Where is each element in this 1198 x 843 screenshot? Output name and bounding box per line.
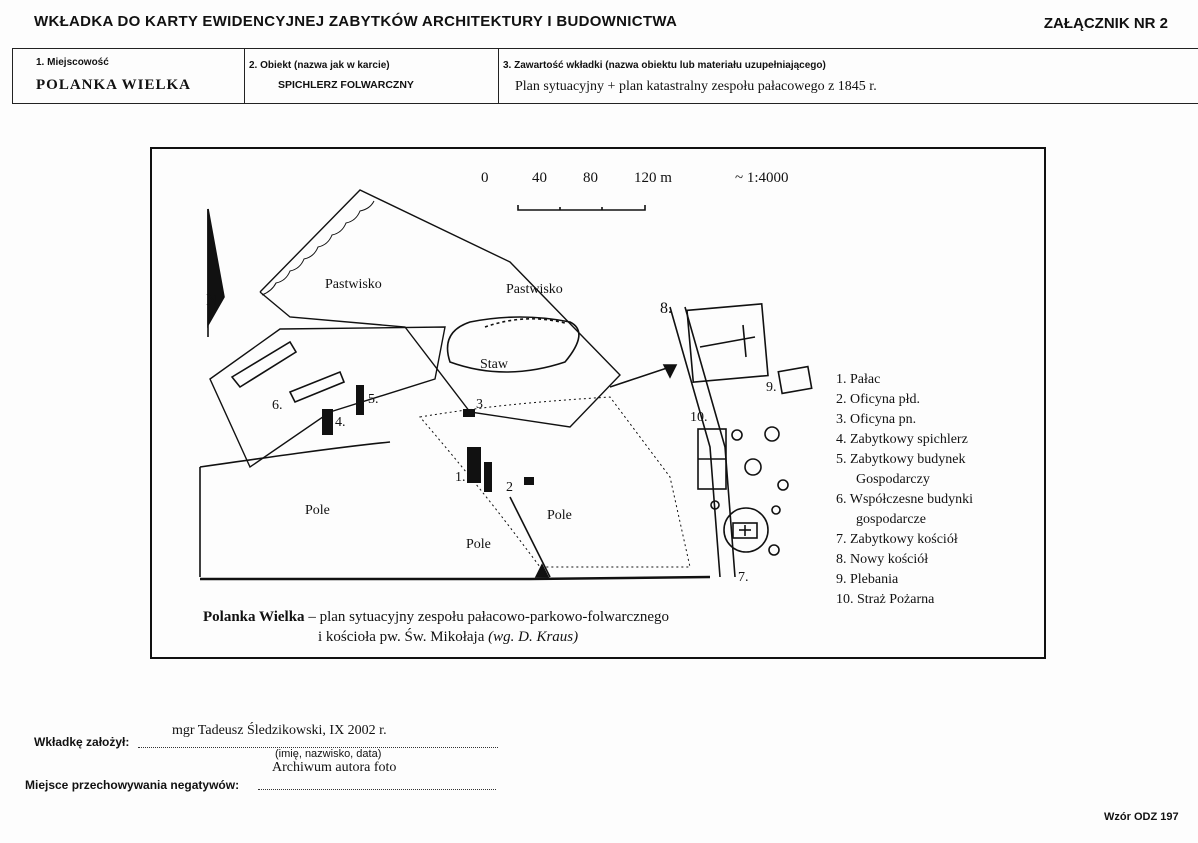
marker-6: 6. [272, 398, 283, 413]
map-label-pasture-1: Pastwisko [325, 277, 382, 292]
scale-label-80: 80 [583, 170, 598, 186]
header-rule-bottom [12, 103, 1198, 104]
map-label-field-1: Pole [305, 503, 330, 518]
object-value: SPICHLERZ FOLWARCZNY [278, 79, 414, 91]
legend-item: gospodarcze [856, 512, 926, 527]
archive-value: Archiwum autora foto [272, 760, 397, 775]
negatives-dotted-line [258, 788, 496, 790]
marker-10: 10. [690, 410, 708, 425]
legend-item: 4. Zabytkowy spichlerz [836, 432, 968, 447]
marker-8: 8. [660, 300, 672, 317]
map-label-field-2: Pole [466, 537, 491, 552]
marker-9: 9. [766, 380, 777, 395]
marker-3: 3 [476, 397, 483, 412]
map-caption-author: (wg. D. Kraus) [488, 629, 579, 645]
legend-item: 8. Nowy kościół [836, 552, 929, 567]
legend-item: Gospodarczy [856, 472, 930, 487]
legend-item: 1. Pałac [836, 372, 881, 387]
map-caption-text-2: i kościoła pw. Św. Mikołaja [318, 629, 489, 645]
document-title: WKŁADKA DO KARTY EWIDENCYJNEJ ZABYTKÓW A… [34, 13, 678, 30]
marker-4: 4. [335, 415, 346, 430]
content-label: 3. Zawartość wkładki (nazwa obiektu lub … [503, 60, 826, 71]
founder-hint: (imię, nazwisko, data) [275, 748, 382, 760]
legend-item: 2. Oficyna płd. [836, 392, 920, 407]
site-plan-drawing [199, 189, 813, 581]
field-divider-2 [498, 48, 499, 104]
map-label-field-3: Pole [547, 508, 572, 523]
scale-ratio: ~ 1:4000 [735, 170, 789, 186]
legend-item: 6. Współczesne budynki [836, 492, 973, 507]
object-label: 2. Obiekt (nazwa jak w karcie) [249, 60, 390, 71]
founder-dotted-line [138, 746, 498, 748]
legend-item: 7. Zabytkowy kościół [836, 532, 958, 547]
header-rule-top [12, 48, 1198, 49]
locality-label: 1. Miejscowość [36, 57, 109, 68]
negatives-label: Miejsce przechowywania negatywów: [25, 778, 240, 792]
founder-label: Wkładkę założył: [34, 735, 130, 749]
map-caption-text: – plan sytuacyjny zespołu pałacowo-parko… [304, 609, 670, 625]
map-frame [150, 147, 1046, 659]
marker-5: 5. [368, 392, 379, 407]
map-label-pasture-2: Pastwisko [506, 282, 563, 297]
locality-value: POLANKA WIELKA [36, 77, 191, 93]
scale-label-120: 120 m [634, 170, 672, 186]
map-caption-line-2: i kościoła pw. Św. Mikołaja (wg. D. Krau… [318, 629, 578, 646]
map-caption-line-1: Polanka Wielka – plan sytuacyjny zespołu… [203, 609, 669, 626]
annex-label: ZAŁĄCZNIK NR 2 [1043, 15, 1168, 32]
legend-item: 3. Oficyna pn. [836, 412, 917, 427]
map-caption-place: Polanka Wielka [203, 609, 305, 625]
map-legend: 1. Pałac 2. Oficyna płd. 3. Oficyna pn. … [836, 370, 973, 610]
legend-item: 10. Straż Pożarna [836, 592, 935, 607]
field-divider-1 [244, 48, 245, 104]
north-label: N [206, 292, 218, 309]
field-divider-left [12, 48, 13, 104]
marker-2: 2 [506, 480, 513, 495]
legend-item: 5. Zabytkowy budynek [836, 452, 966, 467]
template-code: Wzór ODZ 197 [1104, 811, 1179, 823]
founder-value: mgr Tadeusz Śledzikowski, IX 2002 r. [172, 723, 387, 738]
content-value: Plan sytuacyjny + plan katastralny zespo… [515, 79, 877, 94]
scale-label-0: 0 [481, 170, 489, 186]
scale-label-40: 40 [532, 170, 547, 186]
legend-item: 9. Plebania [836, 572, 899, 587]
marker-7: 7. [738, 570, 749, 585]
map-label-pond: Staw [480, 357, 508, 372]
marker-1: 1. [455, 470, 466, 485]
